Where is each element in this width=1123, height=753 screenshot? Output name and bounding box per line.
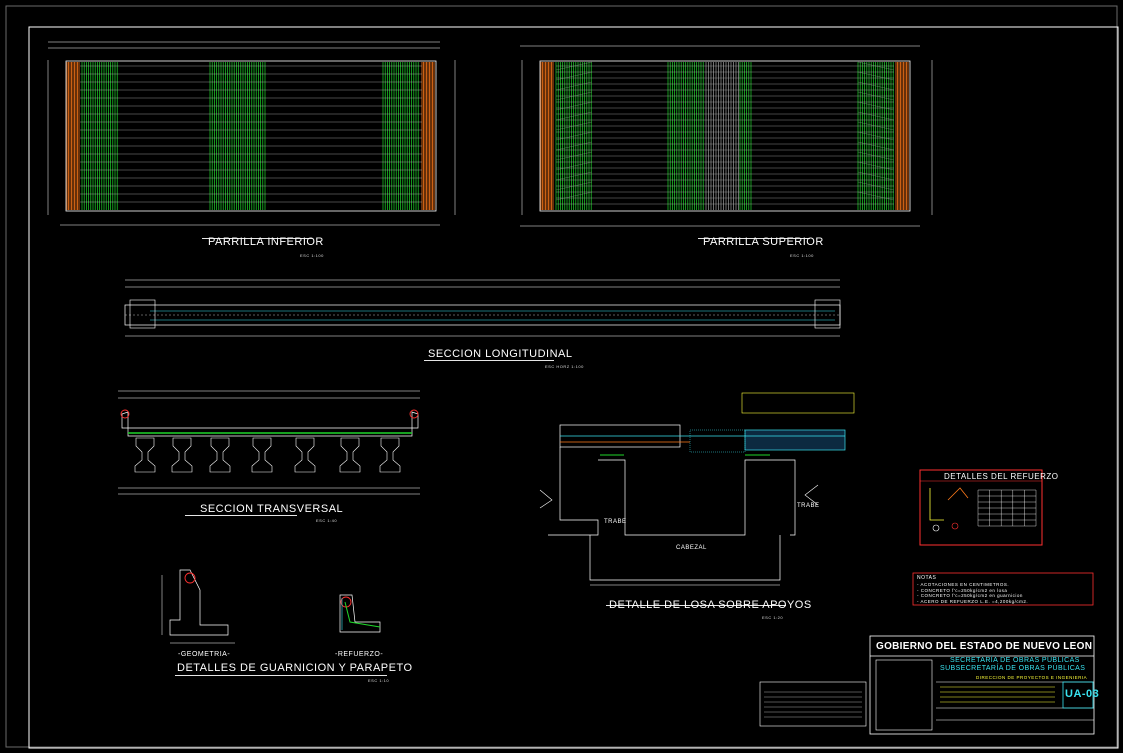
girder-section: [209, 437, 231, 473]
rebar-line: [555, 131, 593, 141]
title-block-secretaria: SECRETARÍA DE OBRAS PÚBLICAS: [950, 657, 1080, 664]
rebar-line: [555, 161, 593, 171]
rebar-line: [857, 141, 895, 151]
rebar-line: [857, 121, 895, 131]
notas-line: - ACOTACIONES EN CENTIMETROS.: [917, 582, 1010, 587]
rebar-line: [555, 141, 593, 151]
guarnicion-title: DETALLES DE GUARNICION Y PARAPETO: [177, 662, 413, 674]
notas-line: - CONCRETO f'c=250kg/cm2 en losa: [917, 587, 1008, 593]
parrilla-superior-drawing: [520, 45, 933, 239]
girder-section: [339, 437, 361, 473]
detalle-losa-scale: ESC 1:20: [762, 615, 784, 620]
rebar-line: [857, 151, 895, 161]
guarnicion-sub-geometria: -GEOMETRIA-: [178, 651, 231, 658]
rebar-line: [857, 131, 895, 141]
rebar-line: [555, 61, 593, 71]
rebar-line: [857, 111, 895, 121]
rebar-line: [555, 171, 593, 181]
rebar-line: [555, 91, 593, 101]
notas-lines: - ACOTACIONES EN CENTIMETROS. - CONCRETO…: [917, 582, 1028, 604]
title-block-sheet-code: UA-03: [1065, 688, 1100, 700]
sheet-border-inner: [28, 26, 1119, 749]
parrilla-superior-title: PARRILLA SUPERIOR: [703, 236, 824, 248]
sheet-border-outer: [5, 5, 1118, 748]
rebar-line: [555, 151, 593, 161]
title-block-government: GOBIERNO DEL ESTADO DE NUEVO LEON: [876, 641, 1093, 652]
trabe-left-label: TRABE: [604, 519, 627, 525]
rebar-line: [857, 101, 895, 111]
rebar-line: [555, 71, 593, 81]
detalles-refuerzo-box: [919, 469, 1043, 546]
seccion-transversal-title: SECCION TRANSVERSAL: [200, 503, 344, 515]
cabezal-label: CABEZAL: [676, 545, 707, 551]
notas-line: - ACERO DE REFUERZO L.E. =4,200kg/cm2.: [917, 598, 1029, 604]
girder-section: [379, 437, 401, 473]
seccion-longitudinal-scale: ESC HORZ 1:100: [545, 364, 584, 369]
notas-box: [912, 572, 1094, 606]
rebar-line: [857, 161, 895, 171]
seccion-transversal-drawing: [118, 390, 420, 516]
rebar-line: [857, 71, 895, 81]
rebar-line: [555, 191, 593, 201]
title-block-subsecretaria: SUBSECRETARÍA DE OBRAS PÚBLICAS: [940, 665, 1086, 672]
guarnicion-drawing: [161, 569, 387, 676]
detalle-losa-drawing: [539, 392, 855, 606]
seccion-longitudinal-drawing: [124, 279, 841, 361]
guarnicion-scale: ESC 1:10: [368, 678, 390, 683]
rebar-line: [857, 81, 895, 91]
rebar-line: [555, 111, 593, 121]
rebar-line: [857, 171, 895, 181]
seccion-longitudinal-title: SECCION LONGITUDINAL: [428, 348, 573, 360]
title-block-direccion: DIRECCION DE PROYECTOS E INGENIERIA: [976, 675, 1088, 680]
girder-section: [134, 437, 156, 473]
seccion-transversal-scale: ESC 1:40: [316, 518, 338, 523]
title-block-frame: [759, 635, 1095, 735]
parrilla-inferior-drawing: [47, 41, 456, 239]
girder-section: [294, 437, 316, 473]
rebar-line: [555, 81, 593, 91]
rebar-line: [555, 101, 593, 111]
girder-section: [251, 437, 273, 473]
rebar-line: [857, 191, 895, 201]
rebar-line: [555, 121, 593, 131]
detalle-losa-title: DETALLE DE LOSA SOBRE APOYOS: [609, 599, 812, 611]
guarnicion-sub-refuerzo: -REFUERZO-: [335, 651, 384, 658]
rebar-line: [857, 61, 895, 71]
trabe-right-label: TRABE: [797, 503, 820, 509]
parrilla-superior-scale: ESC 1:100: [790, 253, 814, 258]
rebar-line: [857, 91, 895, 101]
parrilla-inferior-title: PARRILLA INFERIOR: [208, 236, 324, 248]
rebar-line: [857, 181, 895, 191]
girder-section: [171, 437, 193, 473]
notas-title: NOTAS: [917, 575, 937, 581]
notas-line: - CONCRETO f'c=250kg/cm2 en guarnicion: [917, 593, 1023, 598]
rebar-line: [555, 181, 593, 191]
parrilla-inferior-scale: ESC 1:100: [300, 253, 324, 258]
detalles-refuerzo-title: DETALLES DEL REFUERZO: [944, 472, 1059, 481]
